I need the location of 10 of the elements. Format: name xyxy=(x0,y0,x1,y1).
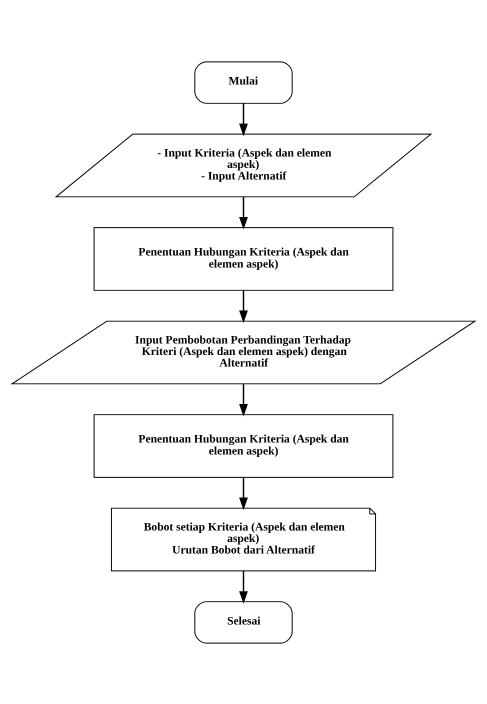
node-box: Penentuan Hubungan Kriteria (Aspek dan elemen aspek) xyxy=(94,226,394,290)
node-box: Penentuan Hubungan Kriteria (Aspek dan elemen aspek) xyxy=(94,414,394,478)
node-box: Selesai xyxy=(194,600,293,644)
arrow xyxy=(239,476,248,510)
arrow xyxy=(239,103,248,136)
arrow xyxy=(239,196,248,230)
node-box: Mulai xyxy=(194,60,293,104)
arrow xyxy=(239,570,248,604)
arrow xyxy=(239,290,248,323)
arrow xyxy=(239,383,248,416)
